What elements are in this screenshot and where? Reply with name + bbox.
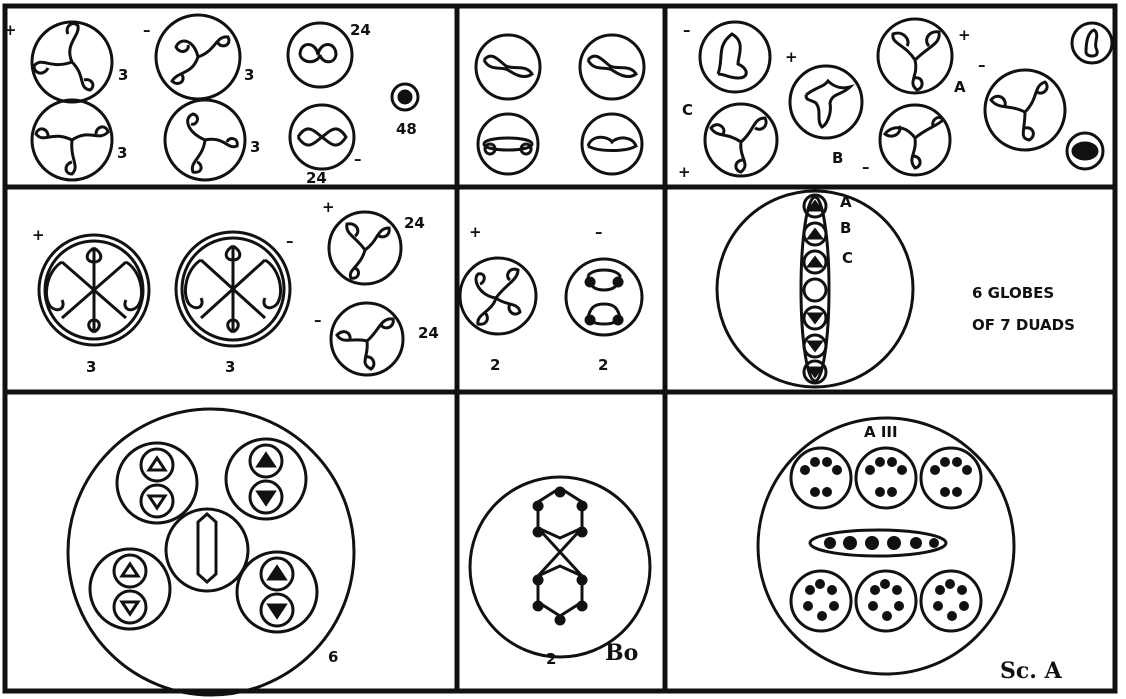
p1-3a-label: 3 (118, 66, 128, 84)
p4-3a-label: 3 (86, 358, 96, 376)
panel-2-duad-bodies (476, 35, 644, 174)
p1-plus-label: + (4, 21, 17, 39)
panel-4-spheres (39, 212, 403, 375)
p1-3c-label: 3 (117, 144, 127, 162)
p8-2-label: 2 (546, 650, 556, 668)
p1-48-label: 48 (396, 120, 417, 138)
p4-plus-label: + (32, 226, 45, 244)
panel-8-sphere (470, 477, 650, 657)
p3-plus-label: + (785, 48, 798, 66)
p1-3b-label: 3 (244, 66, 254, 84)
panel-6-globes (717, 191, 913, 387)
panel-1-labels: + 3 – 3 24 3 3 24 48 – (4, 21, 417, 187)
p4-3b-label: 3 (225, 358, 235, 376)
p4-24b-label: 24 (418, 324, 439, 342)
p4-minus-label: – (286, 232, 294, 250)
p3-plus-b-label: + (958, 26, 971, 44)
p1-3d-label: 3 (250, 138, 260, 156)
panel-9-sphere (758, 418, 1014, 674)
panel-9-dots (800, 457, 972, 621)
p1-24a-label: 24 (350, 21, 371, 39)
p1-24b-label: 24 (306, 169, 327, 187)
p9-roman-label: A III (864, 423, 898, 441)
panel-6-labels: A B C 6 GLOBES OF 7 DUADS (840, 193, 1075, 334)
p1-minus-label: – (143, 21, 151, 39)
p3-a-label: A (954, 78, 966, 96)
p7-6-label: 6 (328, 648, 338, 666)
p5-2b-label: 2 (598, 356, 608, 374)
panel-3-funnel-group (700, 19, 1112, 176)
p3-minus-label: – (683, 21, 691, 39)
panel-7-labels: 6 (328, 648, 338, 666)
p4-minus2-label: – (314, 311, 322, 329)
panel-5-spheres (460, 258, 642, 335)
p4-24a-label: 24 (404, 214, 425, 232)
p9-sc-a-label: Sc. A (1000, 658, 1063, 684)
p5-minus-label: – (595, 223, 603, 241)
p3-c-label: C (682, 101, 693, 119)
p3-plus2-label: + (678, 163, 691, 181)
p6-caption-line1: 6 GLOBES (972, 284, 1054, 302)
p3-minus3-label: – (862, 158, 870, 176)
panel-7-globes (68, 409, 354, 695)
p1-minus2-label: – (354, 150, 362, 168)
p5-plus-label: + (469, 223, 482, 241)
p3-minus2-label: – (978, 56, 986, 74)
p6-b-label: B (840, 219, 851, 237)
p4-plus2-label: + (322, 198, 335, 216)
p3-b-label: B (832, 149, 843, 167)
p6-caption-line2: OF 7 DUADS (972, 316, 1075, 334)
panel-5-labels: + – 2 2 (469, 223, 608, 374)
p6-c-label: C (842, 249, 853, 267)
p8-bo-label: Bo (605, 640, 638, 666)
p6-a-label: A (840, 193, 852, 211)
panel-8-labels: 2 Bo (546, 640, 638, 668)
p5-2a-label: 2 (490, 356, 500, 374)
